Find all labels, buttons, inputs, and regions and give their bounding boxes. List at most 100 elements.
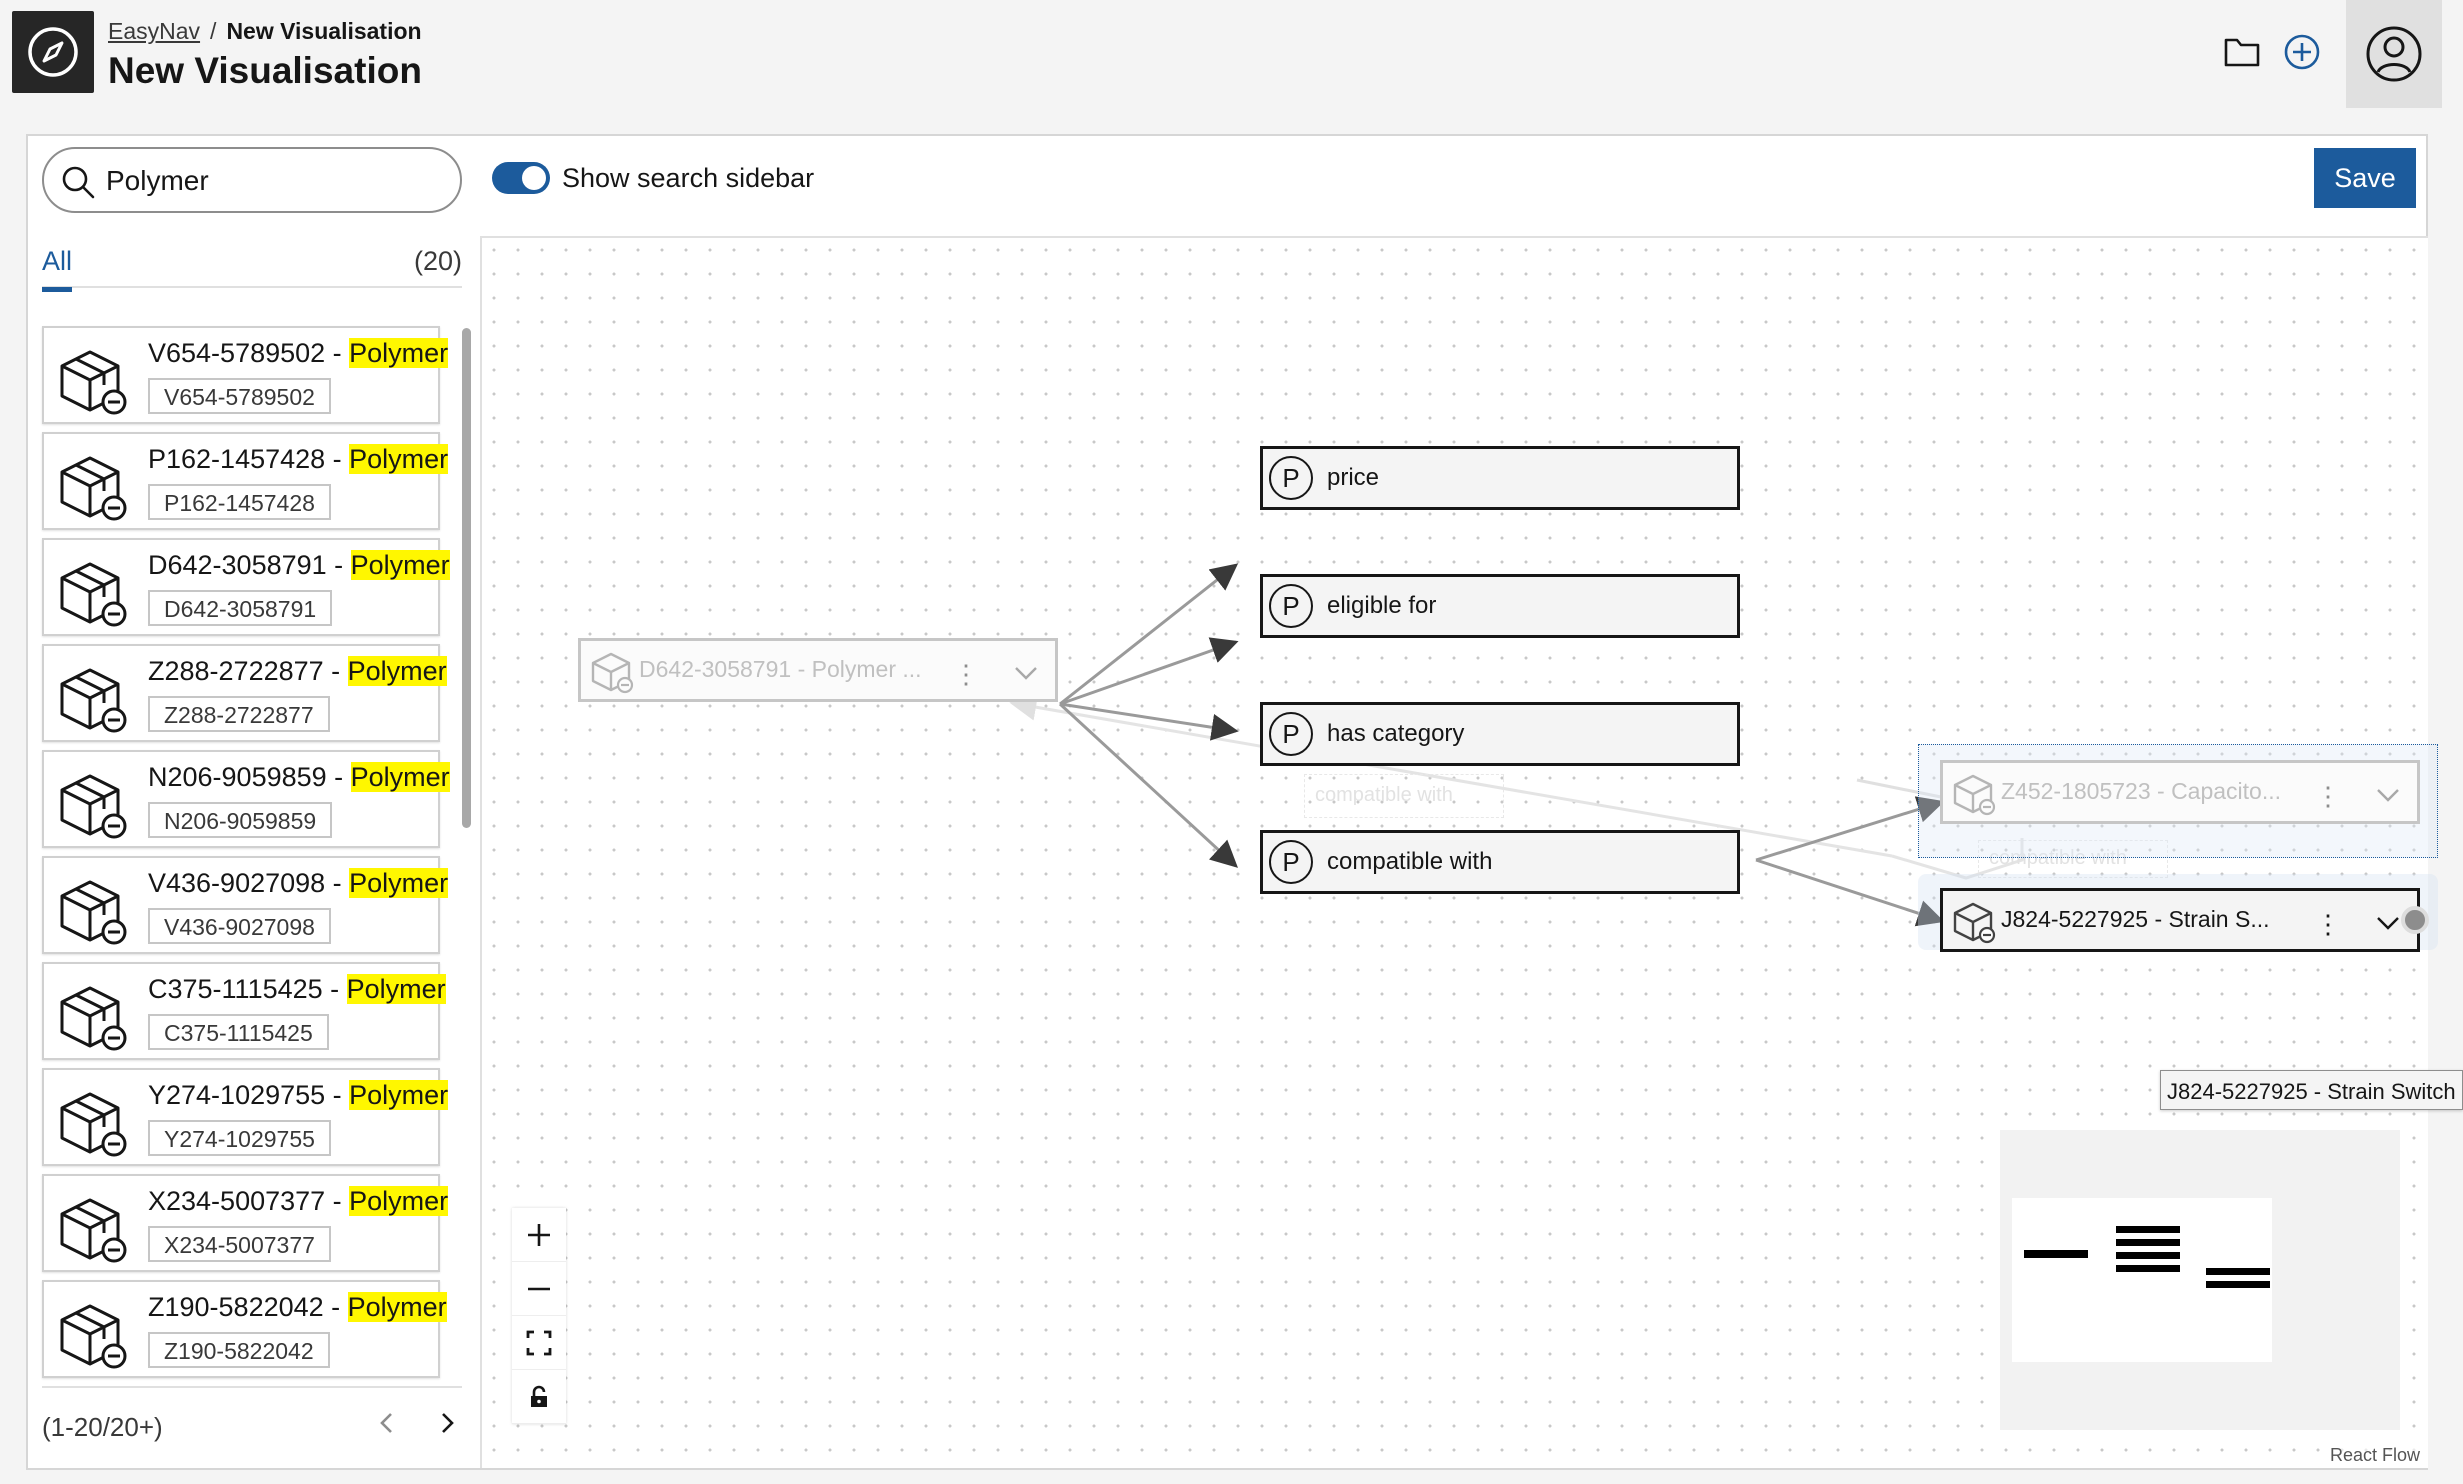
minimap[interactable]	[2000, 1130, 2400, 1430]
node-tooltip: J824-5227925 - Strain Switch	[2160, 1070, 2463, 1110]
property-label: compatible with	[1327, 848, 1493, 875]
item-id-tag: Z288-2722877	[148, 696, 330, 732]
chevron-down-icon[interactable]	[2373, 907, 2403, 942]
package-icon	[587, 647, 635, 700]
edge-label: compatible with	[1304, 774, 1504, 818]
property-node-compatible-with[interactable]: P compatible with	[1260, 830, 1740, 894]
chevron-right-icon[interactable]	[432, 1408, 462, 1443]
property-label: has category	[1327, 720, 1465, 747]
react-flow-attribution[interactable]: React Flow	[2325, 1443, 2424, 1468]
property-label: eligible for	[1327, 592, 1437, 619]
lock-icon[interactable]	[512, 1370, 566, 1424]
edge-label: compatible with	[1978, 840, 2168, 878]
item-id-tag: N206-9059859	[148, 802, 333, 838]
item-title: Z190-5822042 - Polymer	[148, 1292, 447, 1322]
sidebar-toggle-label: Show search sidebar	[562, 163, 815, 193]
result-tabs: All (20)	[42, 234, 462, 292]
pagination-range: (1-20/20+)	[42, 1412, 163, 1442]
property-node-price[interactable]: P price	[1260, 446, 1740, 510]
item-title: C375-1115425 - Polymer	[148, 974, 446, 1004]
search-highlight: Polymer	[347, 656, 447, 686]
property-icon: P	[1269, 712, 1313, 756]
search-box[interactable]	[42, 147, 462, 213]
more-options-icon[interactable]: ⋮	[2315, 909, 2341, 939]
entity-node-capacitor[interactable]: Z452-1805723 - Capacito... ⋮	[1940, 760, 2420, 824]
sidebar-toggle[interactable]	[492, 162, 550, 194]
property-icon: P	[1269, 456, 1313, 500]
item-id-tag: V654-5789502	[148, 378, 331, 414]
entity-title: Z452-1805723 - Capacito...	[2001, 778, 2282, 804]
breadcrumb-separator: /	[210, 18, 217, 44]
list-scrollbar[interactable]	[462, 328, 471, 828]
item-id-tag: P162-1457428	[148, 484, 331, 520]
item-title: Y274-1029755 - Polymer	[148, 1080, 449, 1110]
property-icon: P	[1269, 840, 1313, 884]
package-icon	[54, 552, 132, 635]
item-id-tag: V436-9027098	[148, 908, 331, 944]
entity-node-source[interactable]: D642-3058791 - Polymer ... ⋮	[578, 638, 1058, 702]
add-circle-icon[interactable]	[2280, 30, 2324, 74]
search-highlight: Polymer	[350, 762, 450, 792]
breadcrumb-current: New Visualisation	[226, 18, 422, 44]
package-icon	[1949, 769, 1997, 822]
minimap-viewport	[2012, 1198, 2272, 1362]
app-header: EasyNav / New Visualisation New Visualis…	[0, 0, 2442, 108]
pagination: (1-20/20+)	[42, 1386, 462, 1456]
item-title: D642-3058791 - Polymer	[148, 550, 450, 580]
package-icon	[54, 1188, 132, 1271]
chevron-down-icon[interactable]	[2373, 779, 2403, 814]
breadcrumb-link-easynav[interactable]: EasyNav	[108, 18, 201, 44]
more-options-icon[interactable]: ⋮	[2315, 781, 2341, 811]
package-icon	[54, 870, 132, 953]
item-title: V436-9027098 - Polymer	[148, 868, 449, 898]
search-highlight: Polymer	[350, 550, 450, 580]
package-icon	[54, 340, 132, 423]
package-icon	[54, 1294, 132, 1377]
property-node-has-category[interactable]: P has category	[1260, 702, 1740, 766]
fit-view-icon[interactable]	[512, 1316, 566, 1370]
user-avatar-icon[interactable]	[2346, 0, 2442, 108]
tab-all[interactable]: All	[42, 246, 73, 292]
more-options-icon[interactable]: ⋮	[953, 659, 979, 689]
main-panel: Show search sidebar Save All (20) V654-5…	[26, 134, 2463, 1470]
zoom-controls	[512, 1208, 566, 1424]
item-title: V654-5789502 - Polymer	[148, 338, 449, 368]
package-icon	[54, 446, 132, 529]
entity-title: D642-3058791 - Polymer ...	[639, 656, 922, 682]
save-button[interactable]: Save	[2314, 148, 2416, 208]
chevron-down-icon[interactable]	[1011, 657, 1041, 692]
package-icon	[1949, 897, 1997, 950]
search-highlight: Polymer	[349, 444, 449, 474]
chevron-left-icon[interactable]	[372, 1408, 402, 1443]
compass-icon[interactable]	[12, 11, 94, 93]
search-input[interactable]	[106, 161, 446, 201]
graph-canvas[interactable]: compatible with compatible with P price …	[480, 236, 2463, 1468]
folder-icon[interactable]	[2220, 30, 2264, 74]
zoom-out-icon[interactable]	[512, 1262, 566, 1316]
item-id-tag: Y274-1029755	[148, 1120, 331, 1156]
entity-title: J824-5227925 - Strain S...	[2001, 906, 2270, 932]
search-highlight: Polymer	[349, 868, 449, 898]
toggle-knob	[522, 166, 546, 190]
zoom-in-icon[interactable]	[512, 1208, 566, 1262]
item-title: X234-5007377 - Polymer	[148, 1186, 449, 1216]
item-id-tag: D642-3058791	[148, 590, 333, 626]
breadcrumb: EasyNav / New Visualisation	[108, 18, 422, 45]
property-node-eligible-for[interactable]: P eligible for	[1260, 574, 1740, 638]
connection-handle[interactable]	[2401, 906, 2429, 934]
item-title: Z288-2722877 - Polymer	[148, 656, 447, 686]
search-highlight: Polymer	[349, 338, 449, 368]
entity-node-strain-switch[interactable]: J824-5227925 - Strain S... ⋮	[1940, 888, 2429, 952]
item-title: N206-9059859 - Polymer	[148, 762, 450, 792]
